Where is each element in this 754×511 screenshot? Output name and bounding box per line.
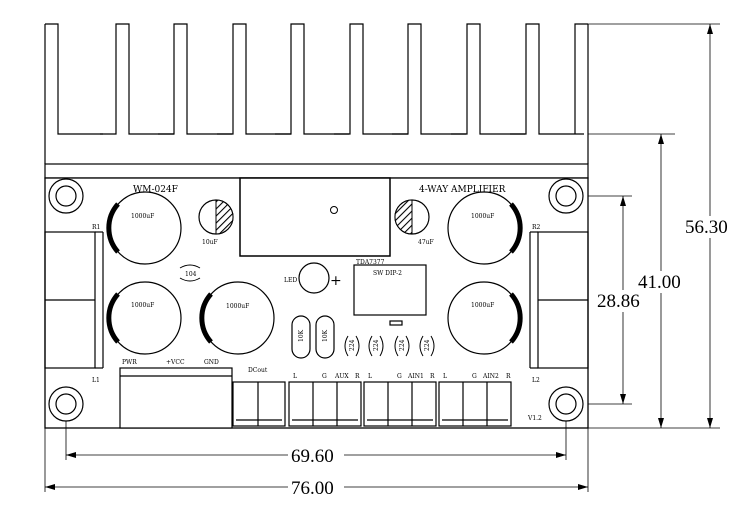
aux-r: R (355, 373, 360, 380)
ain1-l: L (368, 373, 372, 380)
trimmer-3-label: 224 (399, 339, 406, 351)
heatsink-fin (217, 23, 291, 135)
cap-label-4: 1000uF (471, 213, 494, 220)
cap-label-1: 1000uF (131, 213, 154, 220)
ic-chip (239, 177, 391, 257)
ain2-l: L (443, 373, 447, 380)
dcout-label: DCout (248, 367, 268, 374)
capacitor-1000uf-1 (106, 191, 182, 265)
capacitor-1000uf-2 (106, 281, 182, 355)
trimmer-1 (344, 335, 360, 357)
trimmers (344, 335, 435, 357)
cap-label-3: 1000uF (226, 303, 249, 310)
dip-switch-label: SW DIP-2 (373, 270, 402, 277)
ain2-g: G (472, 373, 477, 380)
capacitor-1000uf-3 (199, 281, 275, 355)
mounting-hole-top-right (548, 178, 584, 214)
dim-width-total: 76.00 (291, 478, 334, 499)
heatsink-base (44, 163, 589, 179)
heatsink-fin (451, 23, 525, 135)
cap-label-5: 1000uF (471, 302, 494, 309)
heatsink-fin (510, 23, 584, 135)
aux-l: L (293, 373, 297, 380)
trimmer-2 (368, 335, 384, 357)
heatsink-fin (275, 23, 349, 135)
resistor-1 (291, 315, 311, 359)
resistor-2 (315, 315, 335, 359)
trimmer-4 (419, 335, 435, 357)
capacitor-1000uf-5 (447, 281, 523, 355)
board-model: WM-024F (133, 185, 178, 195)
gnd-label: GND (204, 359, 219, 366)
dcout-connector (232, 381, 286, 427)
capacitor-small-left (198, 199, 234, 235)
board-title: 4-WAY AMPLIFIER (419, 185, 506, 195)
ain2-name: AIN2 (482, 373, 499, 380)
dim-height-board: 41.00 (638, 272, 681, 293)
aux-connector (288, 381, 362, 427)
dim-height-total: 56.30 (685, 217, 728, 238)
dimension-arrowheads (45, 24, 713, 490)
version-label: V1.2 (527, 415, 542, 422)
heatsink-fin (334, 23, 408, 135)
ceramic-capacitor (179, 264, 201, 282)
ain1-r: R (430, 373, 435, 380)
capacitors-big (106, 191, 523, 355)
ain2-connector-labels: L G AIN2 R (443, 373, 511, 380)
heatsink-fins (45, 23, 588, 135)
speaker-connector-right (529, 231, 589, 369)
label-l1: L1 (92, 377, 100, 384)
dip-switch (353, 264, 427, 326)
ceramic-capacitor-label: 104 (185, 271, 197, 278)
cap-small-right-label: 47uF (418, 239, 434, 246)
ain2-r: R (506, 373, 511, 380)
ain1-name: AIN1 (407, 373, 424, 380)
resistors (291, 315, 335, 359)
capacitor-1000uf-4 (447, 191, 523, 265)
cap-label-2: 1000uF (131, 302, 154, 309)
trimmer-4-label: 224 (424, 339, 431, 351)
label-l2: L2 (532, 377, 540, 384)
heatsink (44, 24, 589, 179)
label-r2: R2 (532, 224, 541, 231)
vcc-label: +VCC (166, 359, 185, 366)
heatsink-fin (45, 23, 103, 135)
ain1-g: G (397, 373, 402, 380)
pwr-label: PWR (122, 359, 137, 366)
heatsink-fin (392, 23, 466, 135)
cap-small-left-label: 10uF (202, 239, 218, 246)
dim-height-holes: 28.86 (597, 291, 640, 312)
trimmer-1-label: 224 (349, 339, 356, 351)
ain2-connector (438, 381, 512, 427)
trimmer-3 (394, 335, 410, 357)
ain1-connector-labels: L G AIN1 R (368, 373, 435, 380)
ic-label: TDA7377 (356, 259, 385, 266)
resistor-1-label: 10K (298, 329, 305, 342)
heatsink-fin (158, 23, 232, 135)
mounting-hole-top-left (48, 178, 84, 214)
ain1-connector (363, 381, 437, 427)
led-label: LED (284, 277, 297, 284)
speaker-connector-left (44, 231, 104, 369)
heatsink-fin (574, 23, 588, 134)
aux-name: AUX (334, 373, 349, 380)
resistor-2-label: 10K (322, 329, 329, 342)
aux-connector-labels: L G AUX R (293, 373, 360, 380)
capacitor-small-right (394, 199, 430, 235)
label-r1: R1 (92, 224, 100, 231)
heatsink-fin (100, 23, 174, 135)
aux-g: G (322, 373, 327, 380)
led-plus: + (330, 273, 342, 289)
power-terminal (119, 367, 233, 429)
dim-width-holes: 69.60 (291, 446, 334, 467)
trimmer-2-label: 224 (373, 339, 380, 351)
led (298, 262, 330, 294)
